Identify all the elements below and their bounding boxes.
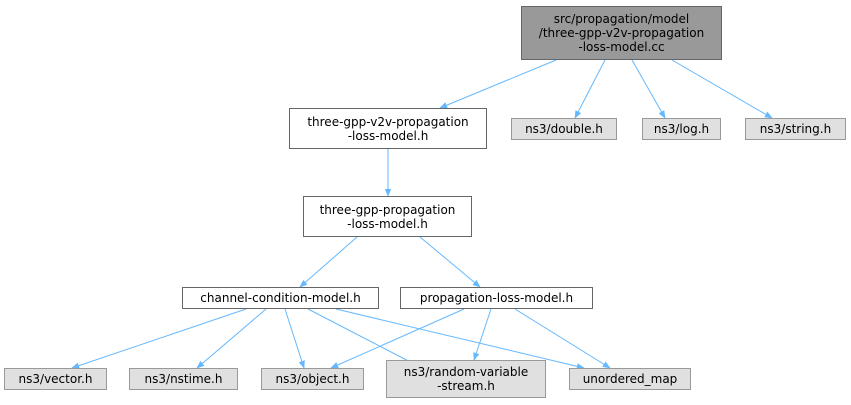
edge-tgpp_h-to-prop bbox=[419, 236, 481, 288]
node-three-gpp-propagation-header[interactable]: three-gpp-propagation -loss-model.h bbox=[303, 196, 472, 237]
node-string-header: ns3/string.h bbox=[745, 118, 846, 140]
node-nstime-header: ns3/nstime.h bbox=[129, 368, 238, 390]
edge-prop-to-umap bbox=[514, 308, 611, 369]
node-double-header: ns3/double.h bbox=[511, 118, 617, 140]
edge-tgpp_h-to-channel bbox=[299, 236, 358, 288]
node-log-header: ns3/log.h bbox=[642, 118, 721, 140]
edge-root-to-double bbox=[574, 59, 606, 119]
node-vector-header: ns3/vector.h bbox=[4, 368, 107, 390]
edge-channel-to-vector bbox=[71, 308, 247, 369]
node-propagation-loss-header[interactable]: propagation-loss-model.h bbox=[400, 287, 593, 309]
node-random-variable-stream-header: ns3/random-variable -stream.h bbox=[386, 360, 546, 398]
edge-root-to-string bbox=[671, 59, 773, 119]
edge-root-to-v2v_h bbox=[439, 59, 557, 109]
edge-channel-to-object bbox=[284, 308, 305, 369]
edge-prop-to-object bbox=[330, 308, 465, 369]
node-unordered-map: unordered_map bbox=[569, 368, 691, 390]
node-channel-condition-header[interactable]: channel-condition-model.h bbox=[182, 287, 379, 309]
node-object-header: ns3/object.h bbox=[261, 368, 364, 390]
edge-prop-to-random bbox=[473, 308, 492, 361]
node-root-source-file: src/propagation/model /three-gpp-v2v-pro… bbox=[521, 6, 722, 60]
edge-channel-to-umap bbox=[335, 308, 585, 370]
edge-root-to-log bbox=[631, 59, 666, 119]
edge-channel-to-random bbox=[307, 308, 423, 369]
node-three-gpp-v2v-header[interactable]: three-gpp-v2v-propagation -loss-model.h bbox=[289, 108, 487, 149]
edge-channel-to-nstime bbox=[196, 308, 267, 369]
